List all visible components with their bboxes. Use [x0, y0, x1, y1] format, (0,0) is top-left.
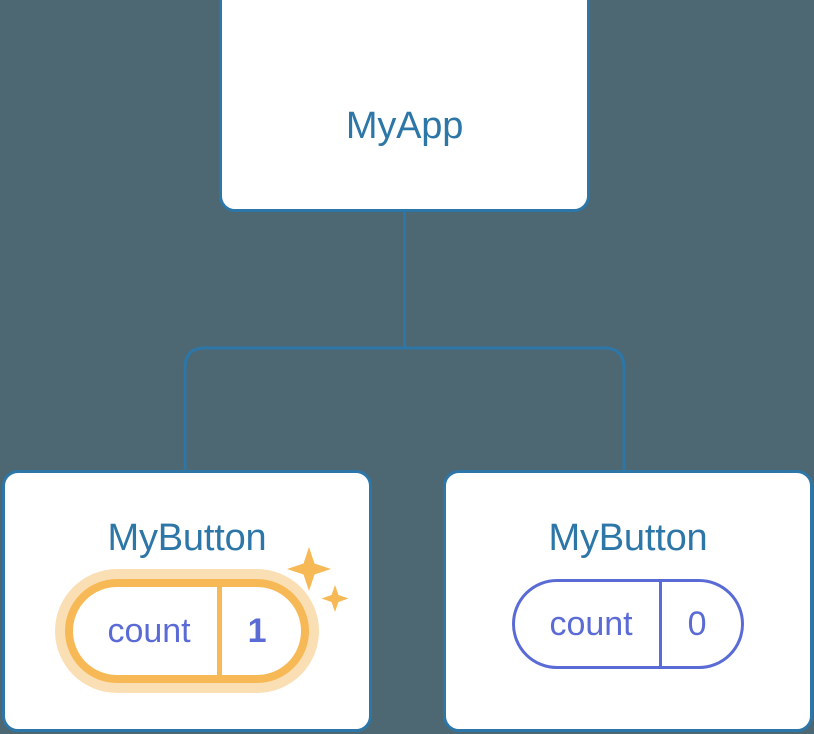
node-mybutton-right-label: MyButton	[548, 517, 708, 559]
state-pill-idle[interactable]: count 0	[512, 579, 744, 669]
state-pill-right-wrap: count 0	[512, 579, 744, 669]
state-pill-updated-value: 1	[216, 587, 301, 675]
node-myapp-label: MyApp	[345, 105, 464, 147]
state-pill-updated[interactable]: count 1	[65, 579, 309, 683]
edge-branch-bus	[183, 346, 626, 470]
node-mybutton-left-label: MyButton	[107, 517, 267, 559]
node-mybutton-left[interactable]: MyButton count 1	[2, 470, 372, 732]
state-pill-updated-key: count	[107, 612, 191, 650]
node-myapp[interactable]: MyApp	[219, 0, 590, 212]
state-pill-left-wrap: count 1	[65, 547, 349, 683]
node-mybutton-right[interactable]: MyButton count 0	[443, 470, 813, 732]
state-pill-idle-value: 0	[658, 582, 741, 666]
state-pill-idle-key: count	[549, 605, 633, 643]
